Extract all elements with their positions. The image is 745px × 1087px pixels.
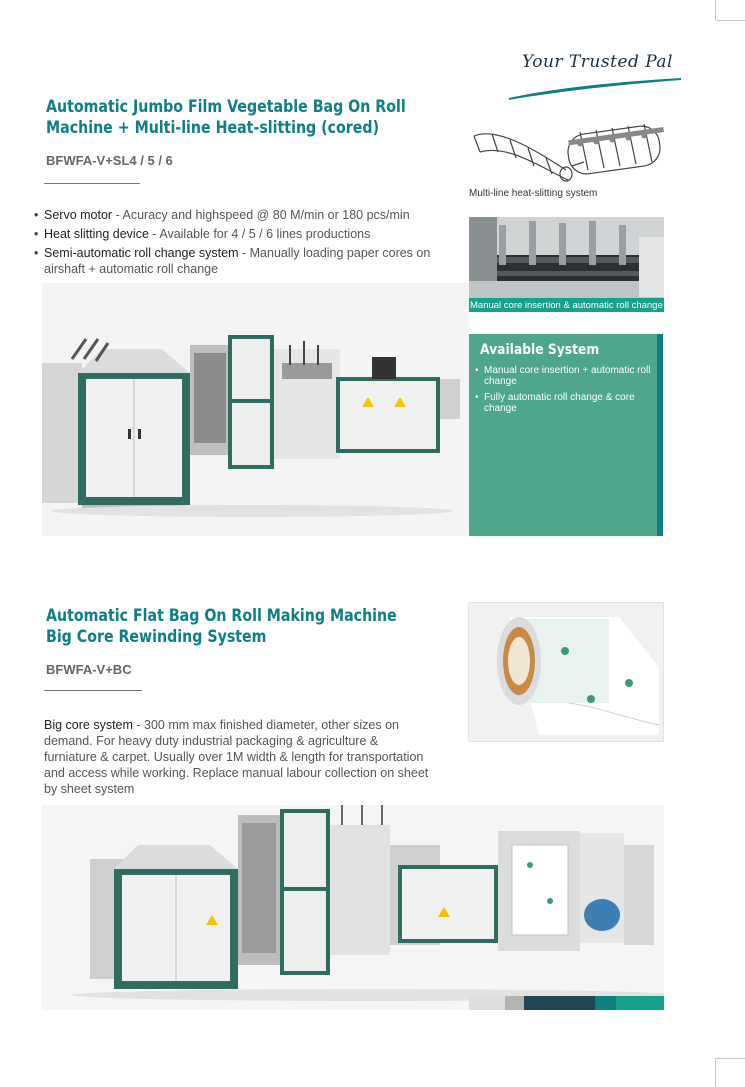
feature-item: Servo motor - Acuracy and highspeed @ 80… <box>34 207 454 223</box>
color-strip-5 <box>616 996 664 1010</box>
section1-title-line2: Machine + Multi-line Heat-slitting (core… <box>46 118 380 137</box>
core-insertion-illustration <box>469 217 664 312</box>
section2-model: BFWFA-V+BC <box>46 662 132 677</box>
color-strip-4 <box>595 996 616 1010</box>
color-strip-3 <box>524 996 595 1010</box>
color-strip-2 <box>505 996 524 1010</box>
bag-roll-photo <box>468 602 664 742</box>
machine-photo-2 <box>42 805 664 1010</box>
big-core-body: - 300 mm max finished diameter, other si… <box>44 718 429 796</box>
feature-desc: - Available for 4 / 5 / 6 lines producti… <box>148 227 371 241</box>
feature-item: Heat slitting device - Available for 4 /… <box>34 226 454 242</box>
brand-swoosh-icon <box>509 78 681 100</box>
feature-desc: - Acuracy and highspeed @ 80 M/min or 18… <box>112 208 410 222</box>
crop-mark <box>716 1058 745 1059</box>
brand-tagline: Your Trusted Pal <box>505 50 685 102</box>
slitting-diagram <box>468 122 664 184</box>
section2-divider <box>44 690 142 691</box>
core-insertion-caption-bar <box>469 298 664 312</box>
color-strip-1 <box>469 996 505 1010</box>
brand-tagline-text: Your Trusted Pal <box>521 52 673 72</box>
machine-illustration-1 <box>42 335 460 517</box>
available-system-panel: Available System Manual core insertion +… <box>469 334 663 536</box>
machine-illustration-2 <box>72 805 664 1001</box>
available-system-heading: Available System <box>480 342 600 358</box>
section1-divider <box>44 183 140 184</box>
section2-title-line2: Big Core Rewinding System <box>46 627 267 646</box>
machine-photo-1 <box>42 283 469 536</box>
feature-name: Servo motor <box>44 208 113 222</box>
section2-title-line1: Automatic Flat Bag On Roll Making Machin… <box>46 606 397 625</box>
available-system-item: Manual core insertion + automatic roll c… <box>475 365 655 387</box>
feature-name: Heat slitting device <box>44 227 149 241</box>
section2-description: Big core system - 300 mm max finished di… <box>44 717 434 797</box>
slitting-diagram-drawing <box>473 123 664 182</box>
crop-mark <box>715 0 716 20</box>
caption-core: Manual core insertion & automatic roll c… <box>470 300 663 311</box>
available-system-item: Fully automatic roll change & core chang… <box>475 392 655 414</box>
crop-mark <box>716 20 745 21</box>
bag-roll-illustration <box>497 617 660 735</box>
feature-desc: - Manually loading paper cores on airsha… <box>44 246 431 276</box>
feature-item: Semi-automatic roll change system - Manu… <box>34 245 454 277</box>
caption-slitting: Multi-line heat-slitting system <box>469 188 598 199</box>
big-core-lead: Big core system <box>44 718 133 732</box>
section1-features: Servo motor - Acuracy and highspeed @ 80… <box>34 207 454 280</box>
crop-mark <box>715 1058 716 1087</box>
feature-name: Semi-automatic roll change system <box>44 246 239 260</box>
panel-edge <box>657 334 663 536</box>
available-system-list: Manual core insertion + automatic roll c… <box>475 365 655 419</box>
section1-model: BFWFA-V+SL4 / 5 / 6 <box>46 153 173 168</box>
core-insertion-photo: Manual core insertion & automatic roll c… <box>469 217 664 312</box>
section1-title-line1: Automatic Jumbo Film Vegetable Bag On Ro… <box>46 97 406 116</box>
